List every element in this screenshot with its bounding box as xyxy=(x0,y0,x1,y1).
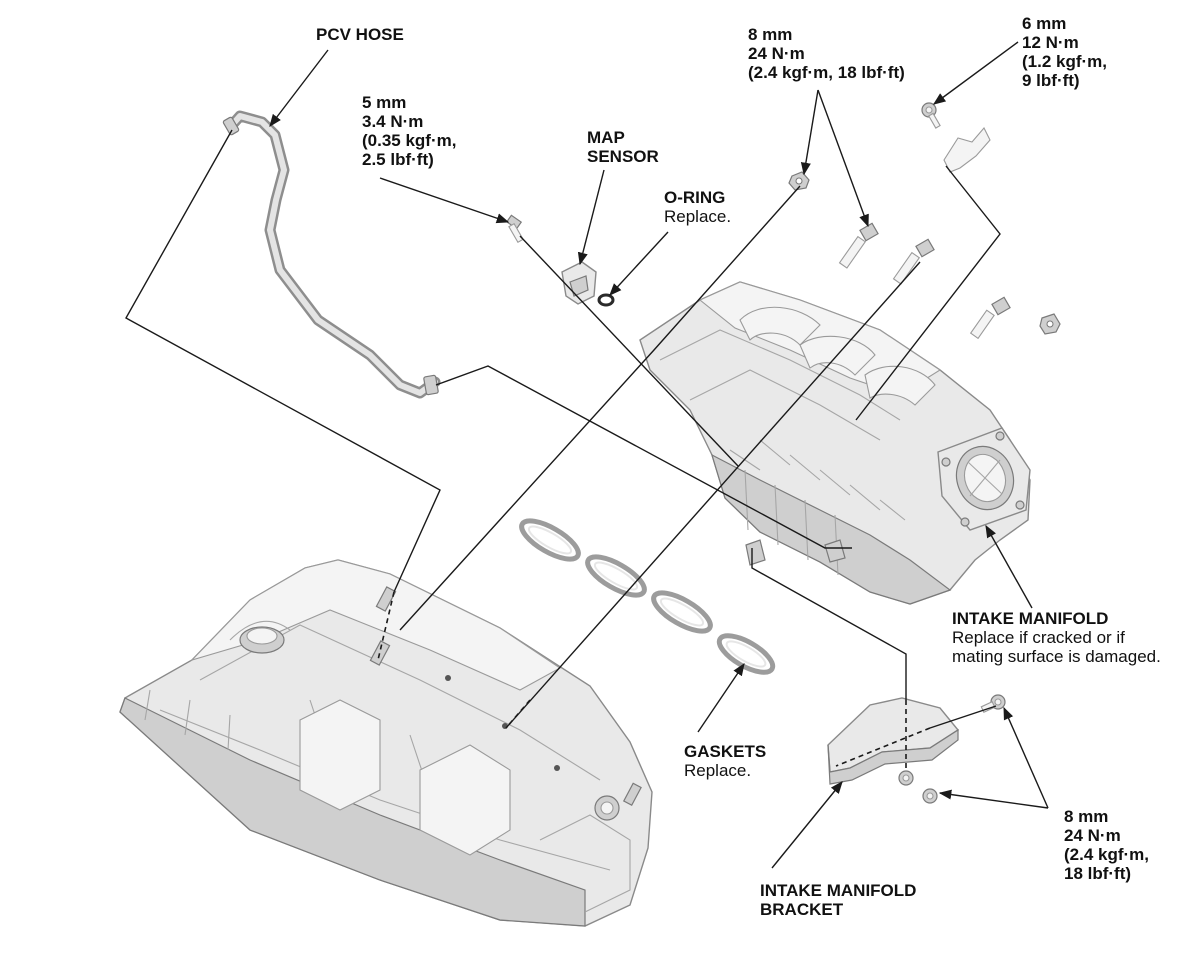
bolt-5mm-torque-kgf: (0.35 kgf·m, xyxy=(362,131,457,150)
map-sensor xyxy=(561,261,597,305)
gasket-1 xyxy=(519,518,581,562)
bolt-6mm-torque: 12 N·m xyxy=(1022,33,1079,52)
intake-manifold-bracket-label: INTAKE MANIFOLD BRACKET xyxy=(760,881,916,919)
map-sensor-label: MAP SENSOR xyxy=(587,128,659,166)
bolt-8mm-b xyxy=(892,238,935,285)
bolt-8mm-top-size: 8 mm xyxy=(748,25,793,44)
intake-manifold-label: INTAKE MANIFOLD Replace if cracked or if… xyxy=(952,609,1161,666)
o-ring xyxy=(597,293,615,307)
bracket-bolt-b xyxy=(922,788,938,804)
bolt-8mm-bracket-size: 8 mm xyxy=(1064,807,1109,826)
intake-manifold-note-2: mating surface is damaged. xyxy=(952,647,1161,666)
bolt-5mm-spec-label: 5 mm 3.4 N·m (0.35 kgf·m, 2.5 lbf·ft) xyxy=(362,93,456,169)
o-ring-label: O-RING Replace. xyxy=(664,188,731,226)
pcv-hose-label: PCV HOSE xyxy=(316,25,404,44)
bolt-8mm-c xyxy=(969,296,1011,340)
bolt-8mm-top-torque: 24 N·m xyxy=(748,44,805,63)
gaskets-note: Replace. xyxy=(684,761,752,780)
bolt-8mm-a xyxy=(838,222,879,269)
nut-8mm-b xyxy=(1039,313,1061,335)
bolt-5mm-torque: 3.4 N·m xyxy=(362,112,424,131)
intake-manifold-bracket-title-2: BRACKET xyxy=(760,900,844,919)
o-ring-note: Replace. xyxy=(664,207,732,226)
bolt-8mm-bracket-torque-lbf: 18 lbf·ft) xyxy=(1064,864,1132,883)
gaskets-title: GASKETS xyxy=(684,742,767,761)
intake-manifold-bracket-title-1: INTAKE MANIFOLD xyxy=(760,881,917,900)
bolt-8mm-top-group xyxy=(788,171,1061,340)
intake-manifold-title: INTAKE MANIFOLD xyxy=(952,609,1109,628)
gasket-set xyxy=(519,518,776,675)
bolt-5mm xyxy=(505,214,524,244)
bracket-bolt-a xyxy=(898,770,914,786)
bolt-5mm-torque-lbf: 2.5 lbf·ft) xyxy=(362,150,434,169)
intake-manifold-note-1: Replace if cracked or if xyxy=(952,628,1125,647)
map-sensor-title-1: MAP xyxy=(587,128,625,147)
pcv-hose-title: PCV HOSE xyxy=(316,25,404,44)
bolt-6mm-size: 6 mm xyxy=(1022,14,1067,33)
bolt-8mm-top-torque-alt: (2.4 kgf·m, 18 lbf·ft) xyxy=(748,63,905,82)
map-sensor-title-2: SENSOR xyxy=(587,147,659,166)
bolt-8mm-top-spec-label: 8 mm 24 N·m (2.4 kgf·m, 18 lbf·ft) xyxy=(748,25,905,82)
bolt-6mm-spec-label: 6 mm 12 N·m (1.2 kgf·m, 9 lbf·ft) xyxy=(1022,14,1107,90)
gasket-3 xyxy=(651,590,713,634)
leader-lines xyxy=(125,41,1049,869)
bolt-6mm-torque-lbf: 9 lbf·ft) xyxy=(1022,71,1080,90)
bolt-5mm-size: 5 mm xyxy=(362,93,407,112)
gasket-2 xyxy=(585,554,647,598)
o-ring-title: O-RING xyxy=(664,188,726,207)
intake-manifold-bracket xyxy=(827,694,1006,804)
gasket-4 xyxy=(716,633,776,675)
bolt-6mm-torque-kgf: (1.2 kgf·m, xyxy=(1022,52,1108,71)
bolt-8mm-bracket-torque-kgf: (2.4 kgf·m, xyxy=(1064,845,1150,864)
bolt-8mm-bracket-spec-label: 8 mm 24 N·m (2.4 kgf·m, 18 lbf·ft) xyxy=(1064,807,1149,883)
harness-clip xyxy=(943,127,991,173)
bolt-8mm-bracket-torque: 24 N·m xyxy=(1064,826,1121,845)
pcv-hose xyxy=(222,110,441,399)
bolt-6mm xyxy=(921,102,941,129)
gaskets-label: GASKETS Replace. xyxy=(684,742,766,780)
cylinder-head xyxy=(119,559,653,927)
intake-manifold xyxy=(639,281,1031,605)
